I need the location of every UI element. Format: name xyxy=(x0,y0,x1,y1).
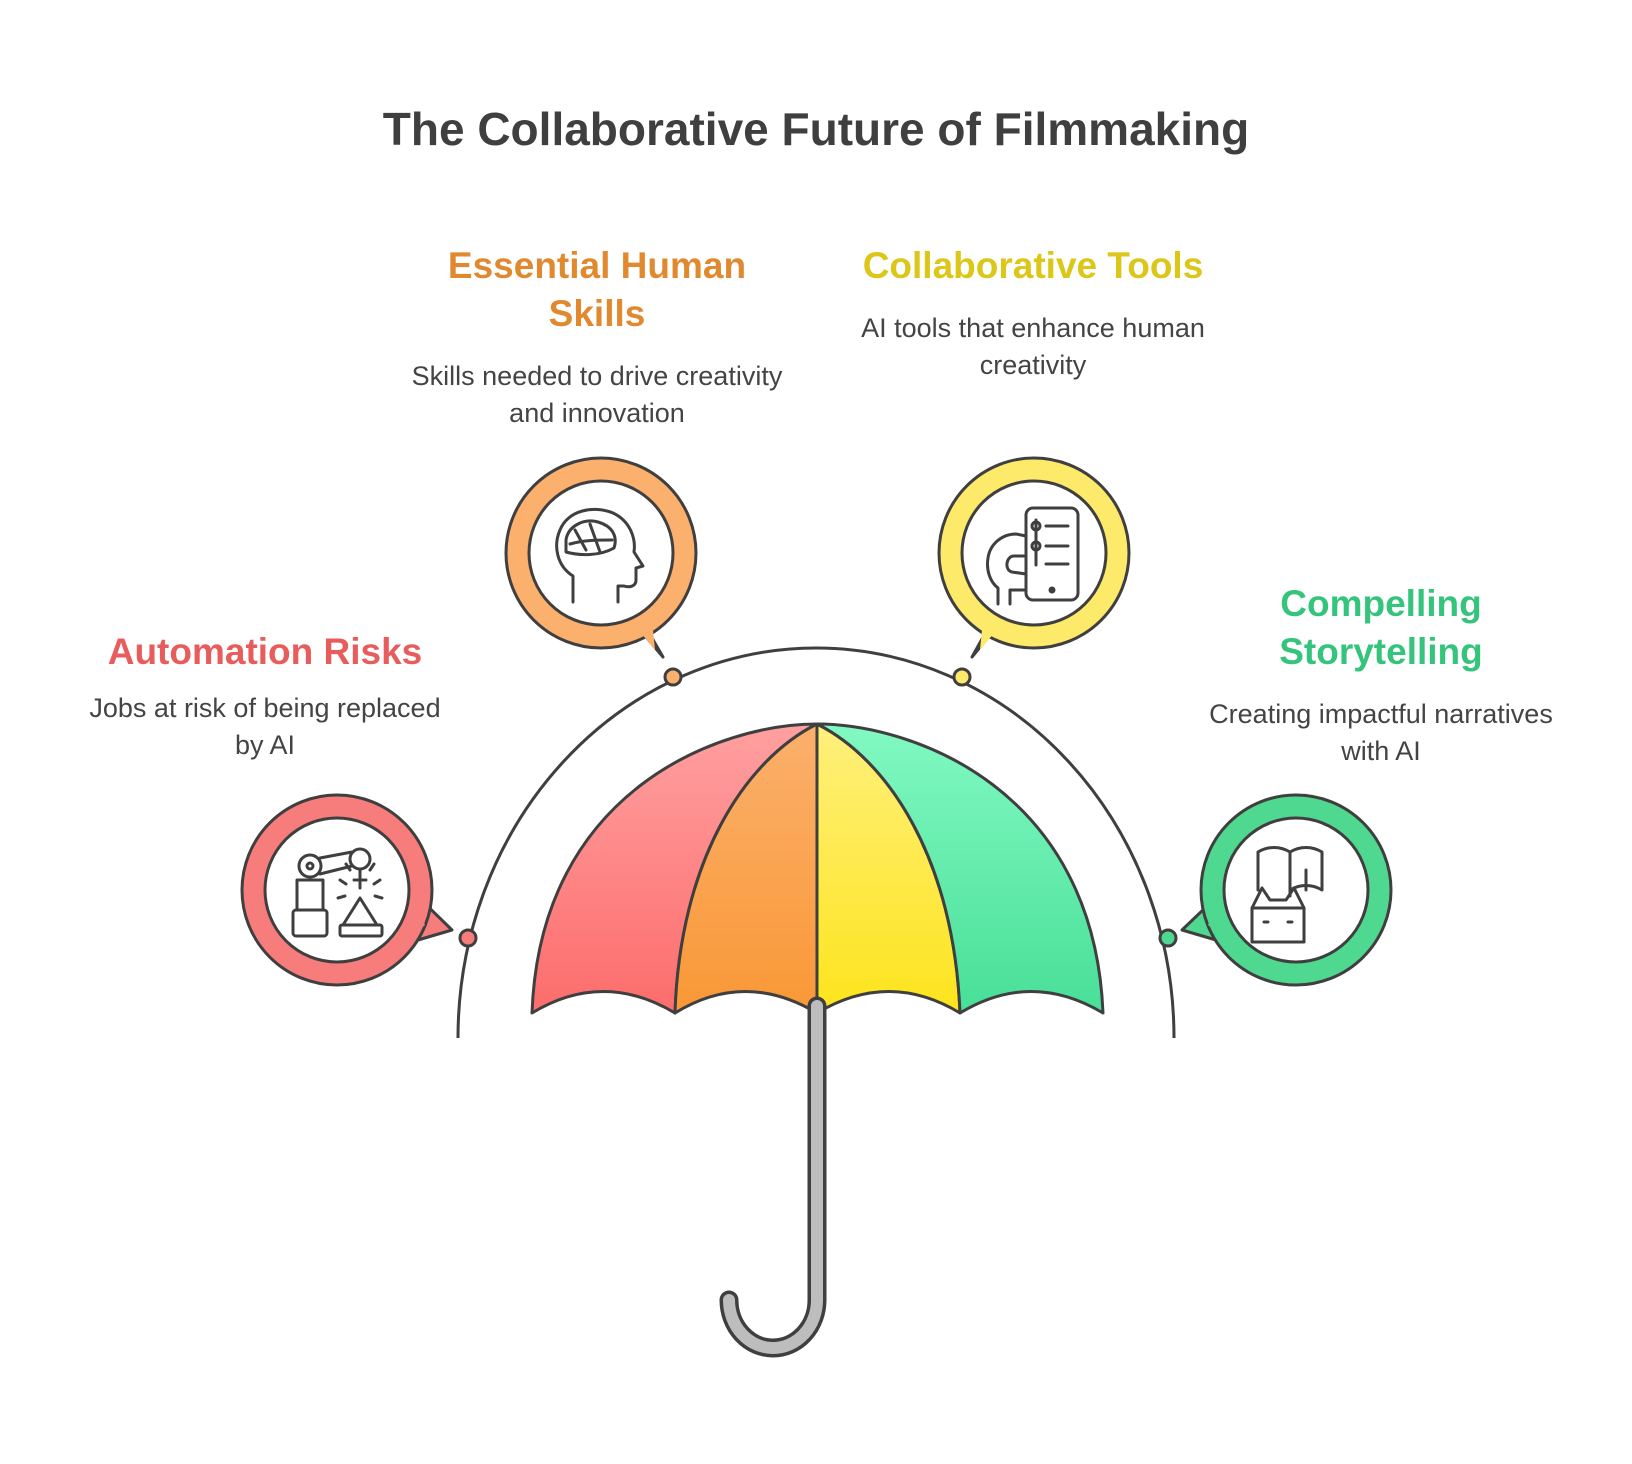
bubble-automation xyxy=(240,793,454,987)
item-description-automation: Jobs at risk of being replaced by AI xyxy=(89,693,441,760)
robot-book-icon xyxy=(1250,846,1324,944)
outer-arc xyxy=(456,646,1176,1039)
page-title: The Collaborative Future of Filmmaking xyxy=(382,103,1250,155)
connector-dot-automation xyxy=(458,928,478,948)
canopy-segment-green xyxy=(815,722,1105,1015)
connector-dot-story xyxy=(1158,928,1178,948)
bubble-tools xyxy=(937,456,1131,659)
item-title-automation: Automation Risks xyxy=(107,631,423,672)
item-title-story: Compelling Storytelling xyxy=(1279,583,1483,672)
head-brain-icon xyxy=(555,507,645,604)
item-title-tools: Collaborative Tools xyxy=(862,245,1204,286)
human-phone-icon xyxy=(986,506,1080,606)
bubble-story xyxy=(1180,793,1393,987)
robot-arm-icon xyxy=(291,847,384,938)
item-description-human: Skills needed to drive creativity and in… xyxy=(411,361,783,428)
umbrella-canopy xyxy=(530,722,1105,1015)
item-title-human: Essential Human Skills xyxy=(447,245,747,334)
item-description-tools: AI tools that enhance human creativity xyxy=(861,313,1205,380)
item-story: Compelling Storytelling Creating impactf… xyxy=(1191,580,1571,770)
item-automation: Automation Risks Jobs at risk of being r… xyxy=(75,628,455,764)
item-description-story: Creating impactful narratives with AI xyxy=(1209,699,1553,766)
connector-dot-human xyxy=(663,667,683,687)
umbrella-handle xyxy=(719,996,827,1358)
item-human: Essential Human Skills Skills needed to … xyxy=(407,242,787,432)
bubble-human xyxy=(504,456,698,659)
canopy-segment-orange xyxy=(673,722,819,1015)
connector-dot-tools xyxy=(952,667,972,687)
item-tools: Collaborative Tools AI tools that enhanc… xyxy=(843,242,1223,384)
